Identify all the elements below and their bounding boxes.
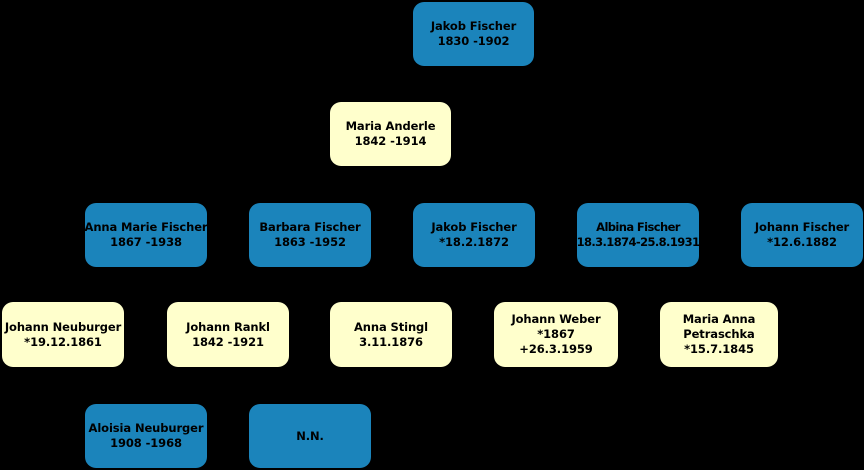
person-date: Petraschka — [683, 327, 755, 341]
person-date: 18.3.1874-25.8.1931 — [577, 235, 699, 249]
person-date: 1863 -1952 — [274, 235, 346, 249]
person-name: Johann Fischer — [754, 220, 850, 234]
person-name: Maria Anderle — [345, 119, 436, 133]
person-node-johann-fischer-1882[interactable]: Johann Fischer*12.6.1882 — [741, 203, 863, 267]
person-node-nn[interactable]: N.N. — [249, 404, 371, 468]
person-date: +26.3.1959 — [519, 342, 593, 356]
person-name: Aloisia Neuburger — [88, 421, 204, 435]
person-date: *15.7.1845 — [684, 342, 754, 356]
person-name: Anna Marie Fischer — [85, 220, 207, 234]
person-date: 3.11.1876 — [359, 334, 423, 349]
person-name: N.N. — [296, 428, 324, 443]
person-name: Johann Neuburger — [4, 319, 122, 334]
person-name: Johann Weber — [511, 312, 601, 326]
person-name: Albina Fischer — [596, 220, 680, 234]
person-node-johann-weber-1867[interactable]: Johann Weber*1867+26.3.1959 — [494, 302, 618, 367]
person-date: 1830 -1902 — [437, 34, 510, 48]
person-date: *19.12.1861 — [24, 334, 102, 349]
person-name: Maria Anna — [682, 312, 756, 326]
person-name: Anna Stingl — [353, 319, 429, 334]
person-date: 1842 -1914 — [354, 134, 427, 148]
person-date: 1867 -1938 — [110, 235, 182, 249]
person-date: *18.2.1872 — [439, 235, 509, 249]
person-date: *1867 — [537, 327, 575, 341]
person-name: Barbara Fischer — [259, 220, 361, 234]
person-date: 1908 -1968 — [110, 436, 182, 450]
person-date: 1842 -1921 — [192, 334, 264, 349]
person-name: Jakob Fischer — [430, 19, 517, 33]
person-date: *12.6.1882 — [767, 235, 837, 249]
person-node-johann-neuburger-1861[interactable]: Johann Neuburger*19.12.1861 — [2, 302, 124, 367]
person-node-jakob-fischer-1872[interactable]: Jakob Fischer*18.2.1872 — [413, 203, 535, 267]
person-name: Johann Rankl — [186, 319, 270, 334]
person-name: Jakob Fischer — [431, 220, 517, 234]
